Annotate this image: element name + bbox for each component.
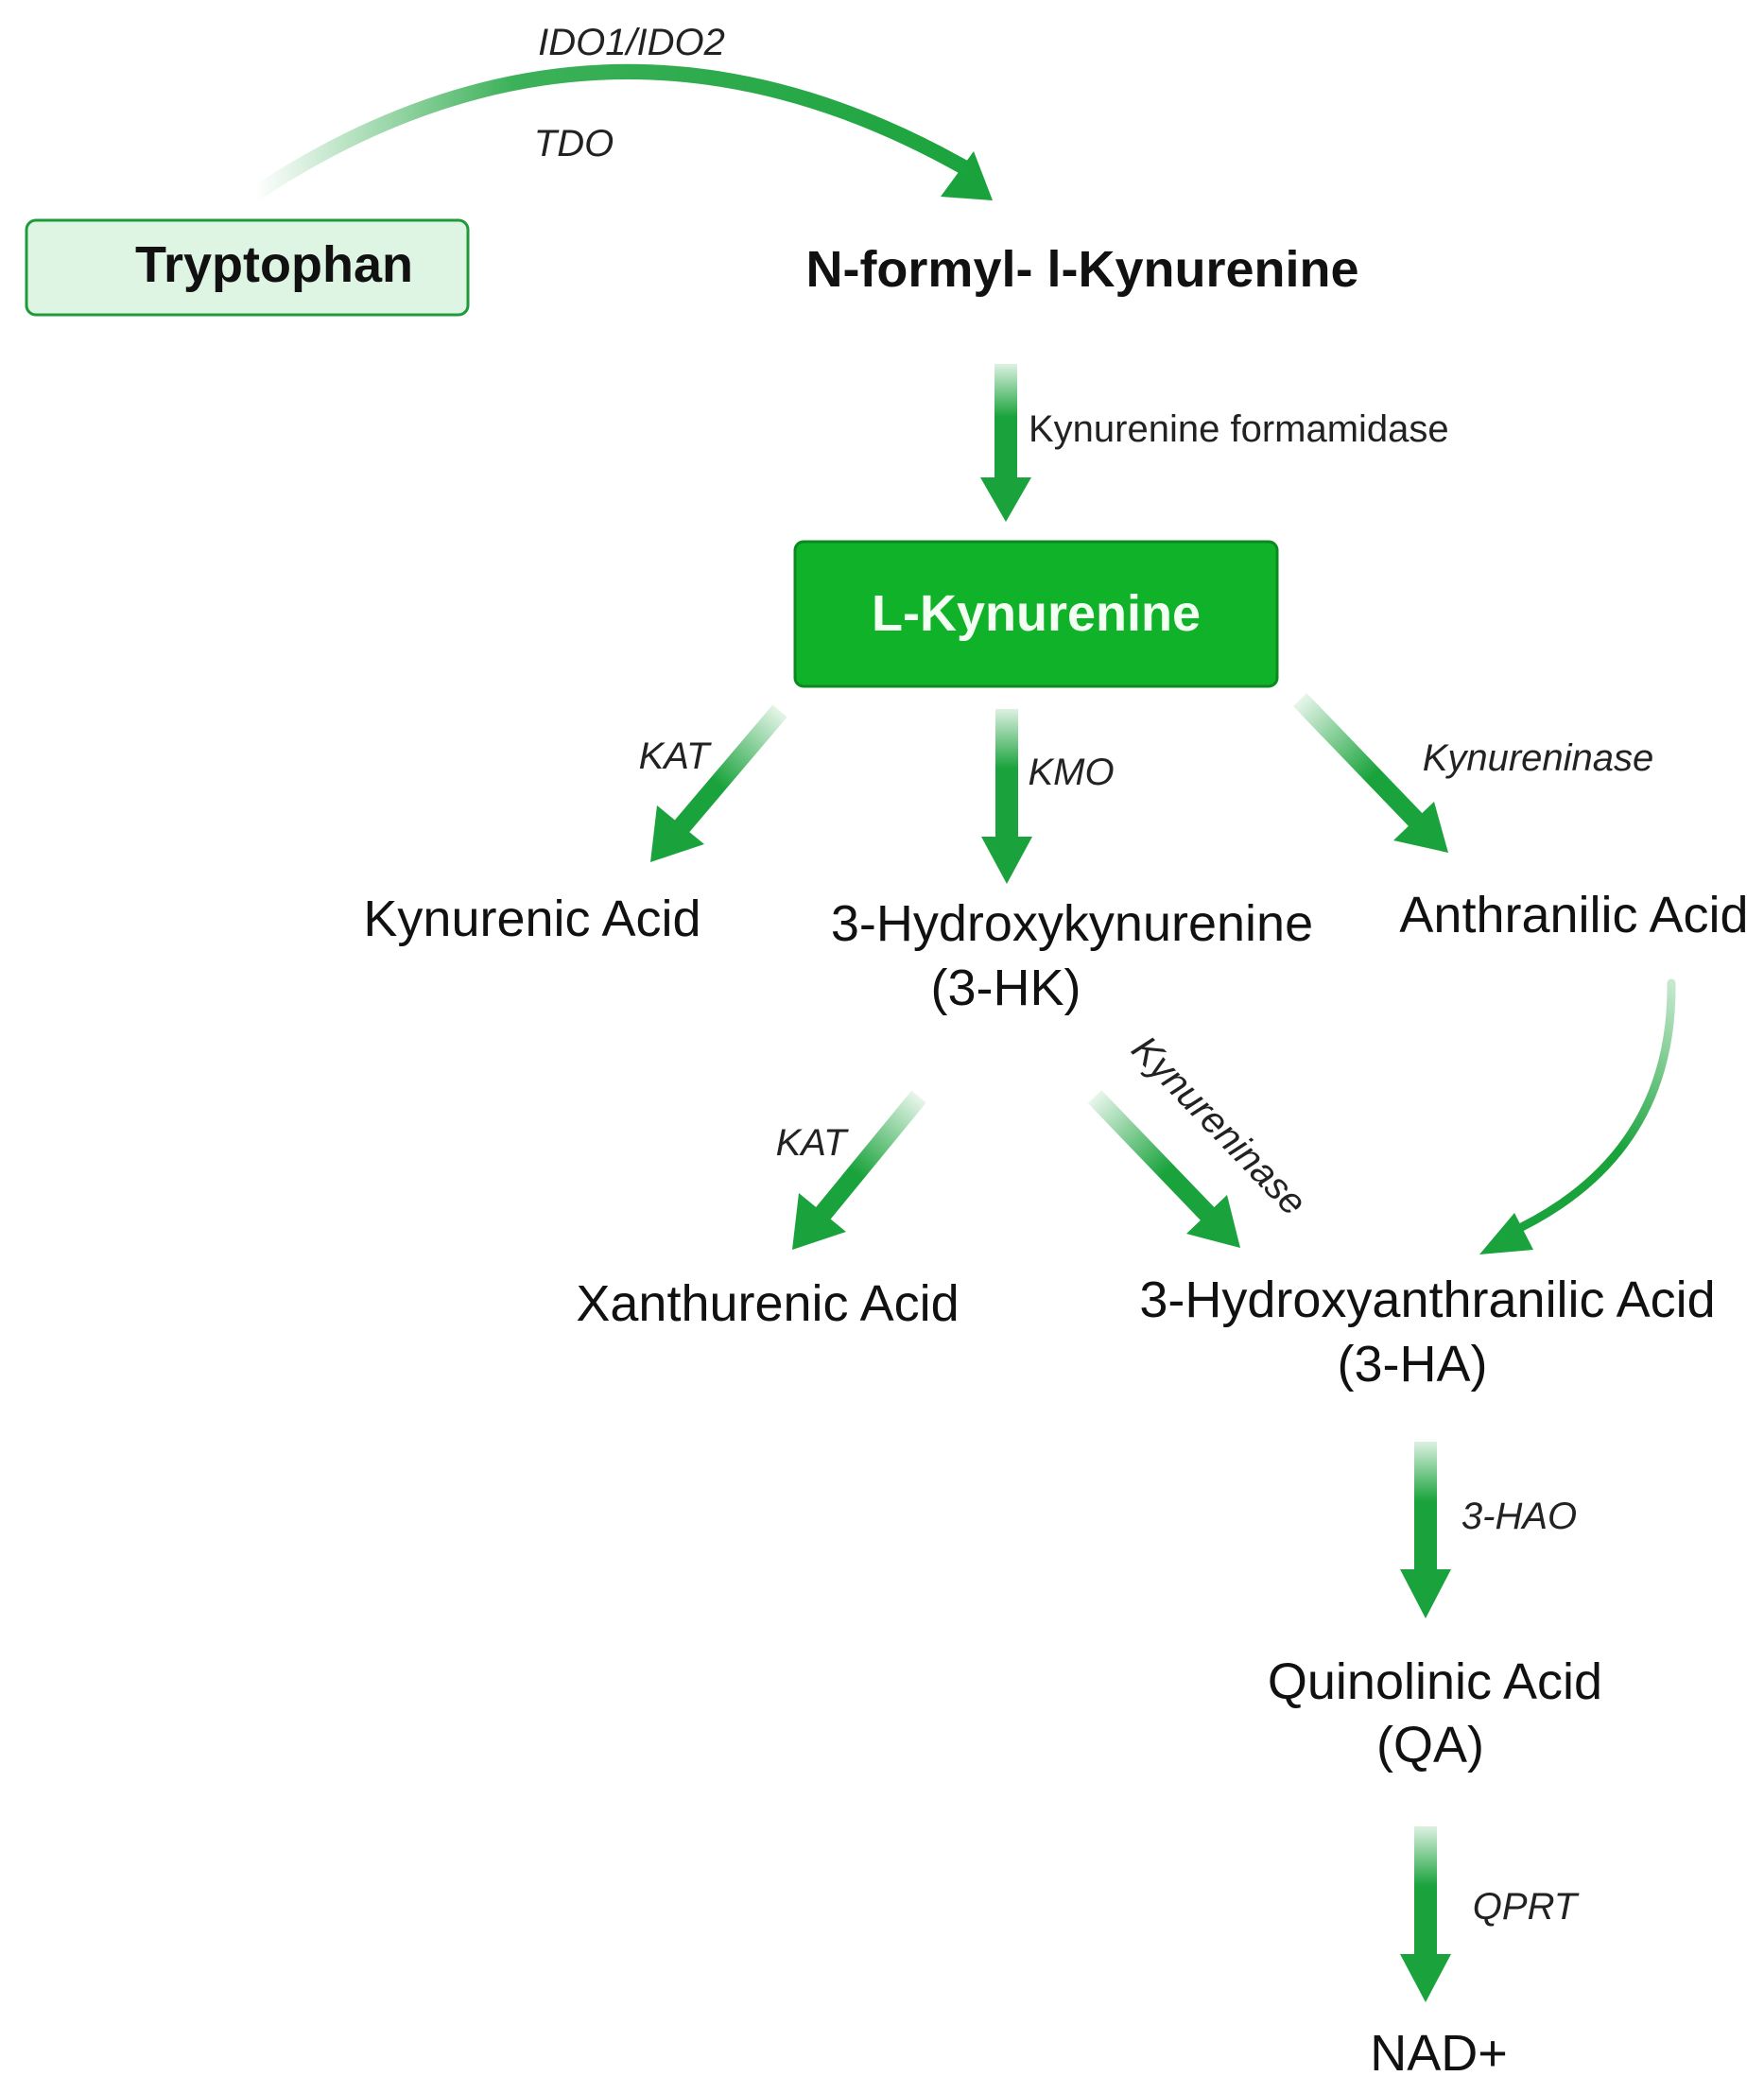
quinolinic-acid-abbr-label: (QA)	[1376, 1717, 1484, 1773]
nad-label: NAD+	[1370, 2025, 1508, 2076]
arrow-kynureninase-3ha	[1087, 1090, 1240, 1248]
arrow-kmo	[981, 709, 1032, 884]
kynurenic-acid-label: Kynurenic Acid	[363, 891, 700, 947]
arrow-qprt	[1400, 1826, 1451, 2002]
hydroxyanthranilic-acid-label: 3-Hydroxyanthranilic Acid	[1139, 1272, 1715, 1328]
l-kynurenine-label: L-Kynurenine	[872, 585, 1201, 642]
enzyme-kat-2-label: KAT	[776, 1122, 849, 1164]
arrow-kat-xanthurenic	[792, 1090, 926, 1250]
tryptophan-node: Tryptophan	[25, 218, 470, 317]
xanthurenic-acid-label: Xanthurenic Acid	[576, 1275, 959, 1332]
enzyme-kynurenine-formamidase-label: Kynurenine formamidase	[1029, 408, 1449, 450]
l-kynurenine-node: L-Kynurenine	[793, 540, 1279, 688]
enzyme-kynureninase-1-label: Kynureninase	[1423, 737, 1654, 779]
arrow-anthranilic-to-3ha	[1479, 978, 1676, 1254]
enzyme-kmo-label: KMO	[1028, 752, 1114, 793]
arrow-kat-kynurenic	[650, 704, 787, 862]
arrow-formamidase	[980, 364, 1031, 522]
enzyme-qprt-label: QPRT	[1473, 1886, 1580, 1928]
anthranilic-acid-label: Anthranilic Acid	[1399, 887, 1748, 943]
enzyme-3hao-label: 3-HAO	[1461, 1496, 1577, 1537]
hydroxykynurenine-abbr-label: (3-HK)	[931, 960, 1081, 1016]
enzyme-kynureninase-2-label: Kynureninase	[1124, 1029, 1315, 1224]
tryptophan-label: Tryptophan	[135, 236, 413, 293]
arrow-kynureninase-anthranilic	[1292, 693, 1448, 853]
n-formyl-kynurenine-label: N-formyl- l-Kynurenine	[805, 241, 1358, 298]
arrow-tryptophan-to-n-formyl-kynurenine	[248, 63, 993, 201]
hydroxyanthranilic-abbr-label: (3-HA)	[1338, 1336, 1488, 1393]
arrow-3hao	[1400, 1442, 1451, 1618]
enzyme-tdo-label: TDO	[534, 123, 614, 164]
enzyme-kat-1-label: KAT	[639, 735, 712, 777]
enzyme-ido-label: IDO1/IDO2	[538, 22, 725, 63]
quinolinic-acid-label: Quinolinic Acid	[1268, 1653, 1602, 1710]
hydroxykynurenine-label: 3-Hydroxykynurenine	[831, 895, 1313, 952]
